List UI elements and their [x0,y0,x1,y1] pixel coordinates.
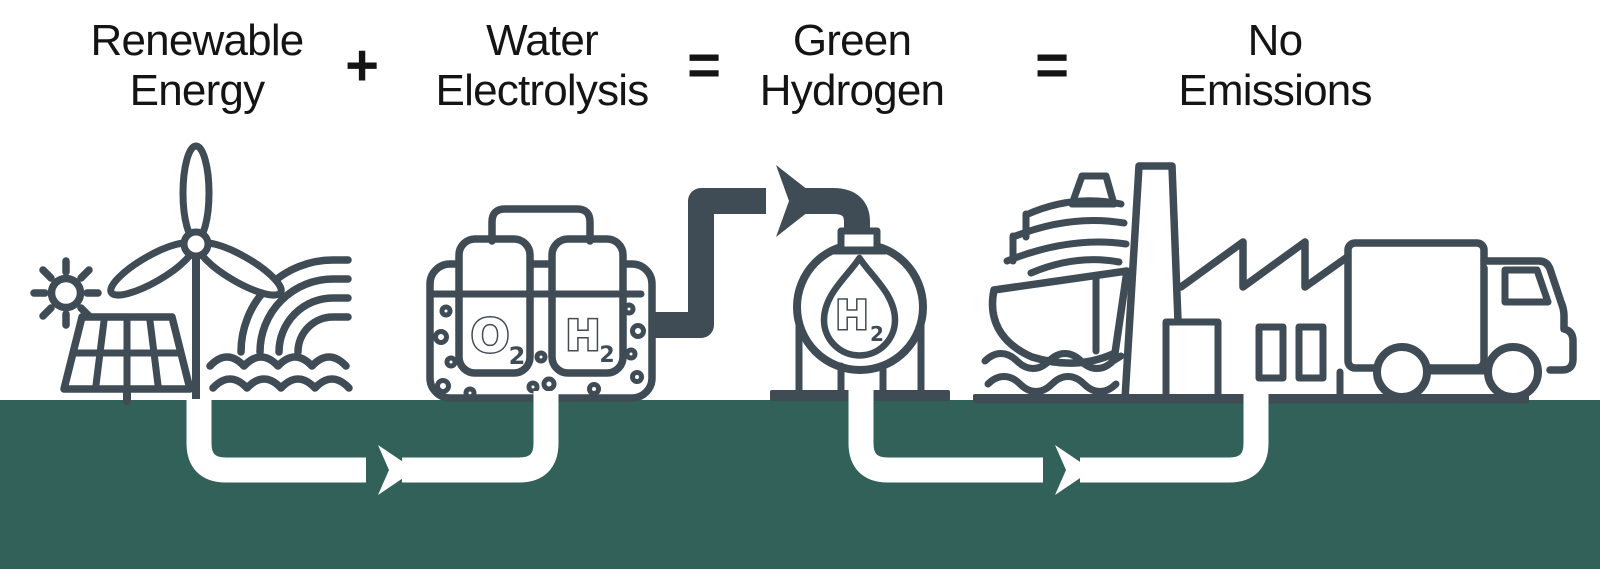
factory-door [1162,318,1222,403]
label-water: Water [486,16,599,65]
pipe-arrowhead [776,165,822,237]
flow-arrow-right-icon [848,385,1269,495]
truck-wheel-rear [1373,343,1431,401]
sun-icon [30,257,102,329]
label-no: No [1247,16,1303,65]
hydrogen-label: H [565,311,600,360]
equals-sign-2: = [1035,33,1069,98]
truck-windshield [1501,266,1552,306]
label-green: Green [792,16,912,65]
ship-icon [981,172,1131,395]
ground-band [0,400,1600,569]
label-energy: Energy [129,66,265,115]
flow-arrowhead-left [378,445,415,495]
oxygen-label: O [470,309,509,363]
tank-hydrogen-label: H [835,293,868,339]
bubbles [433,302,646,400]
label-green-hydrogen: Green Hydrogen [759,16,945,116]
label-renewable: Renewable [90,16,305,65]
pipe-flow-arrow-icon [650,165,870,338]
label-emissions: Emissions [1178,66,1372,115]
equals-sign-1: = [687,33,721,98]
ship-wave-2 [984,373,1120,395]
oxygen-label-subscript: 2 [509,342,526,370]
factory-icon [1121,162,1357,403]
tank-hydrogen-label-subscript: 2 [870,322,884,346]
flow-arrowhead-right [1055,445,1092,495]
hydrogen-tank-icon: H 2 [770,227,950,401]
flow-arrow-left-icon [186,391,559,495]
electrolyzer-icon: O 2 H 2 [426,205,656,402]
ship-hull [988,267,1131,367]
label-water-electrolysis: Water Electrolysis [435,16,650,116]
label-electrolysis: Electrolysis [435,66,650,115]
solar-panel-icon [60,313,194,405]
label-hydrogen: Hydrogen [759,66,945,115]
label-no-emissions: No Emissions [1178,16,1372,116]
factory-window-2 [1295,323,1327,382]
label-renewable-energy: Renewable Energy [90,16,305,116]
truck-icon [1336,239,1577,404]
ship-wave-1 [981,350,1125,372]
hydrogen-label-subscript: 2 [599,343,614,368]
plus-sign: + [345,33,379,98]
truck-wheel-front [1484,343,1542,401]
factory-roof [1177,238,1357,291]
droplet-icon [820,254,899,359]
factory-window-1 [1255,323,1287,382]
wind-turbine-icon [107,142,285,404]
